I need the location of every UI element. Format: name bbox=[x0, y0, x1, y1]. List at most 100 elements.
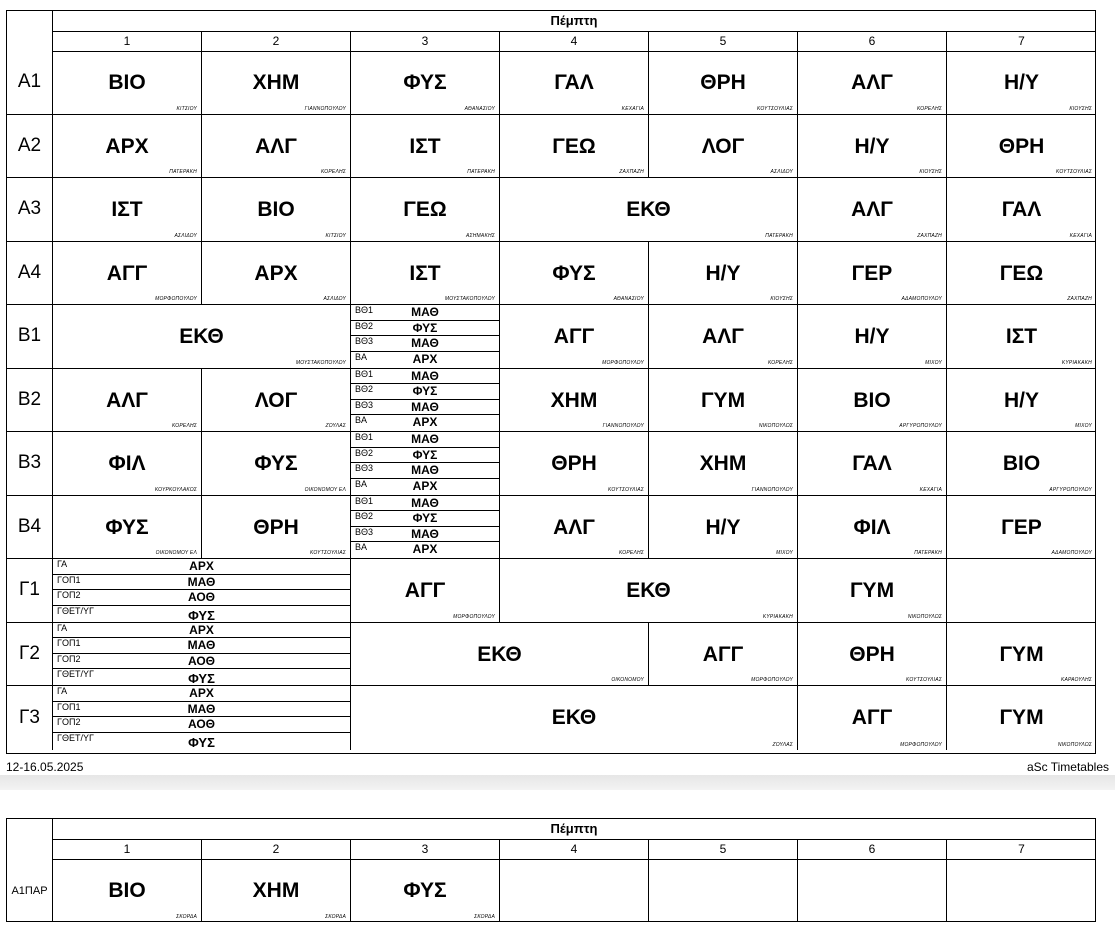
lesson-cell[interactable] bbox=[500, 859, 649, 922]
lesson-cell[interactable] bbox=[798, 859, 947, 922]
lesson-cell[interactable] bbox=[947, 859, 1096, 922]
lesson-cell[interactable] bbox=[649, 859, 798, 922]
lesson-cell[interactable] bbox=[947, 559, 1096, 622]
